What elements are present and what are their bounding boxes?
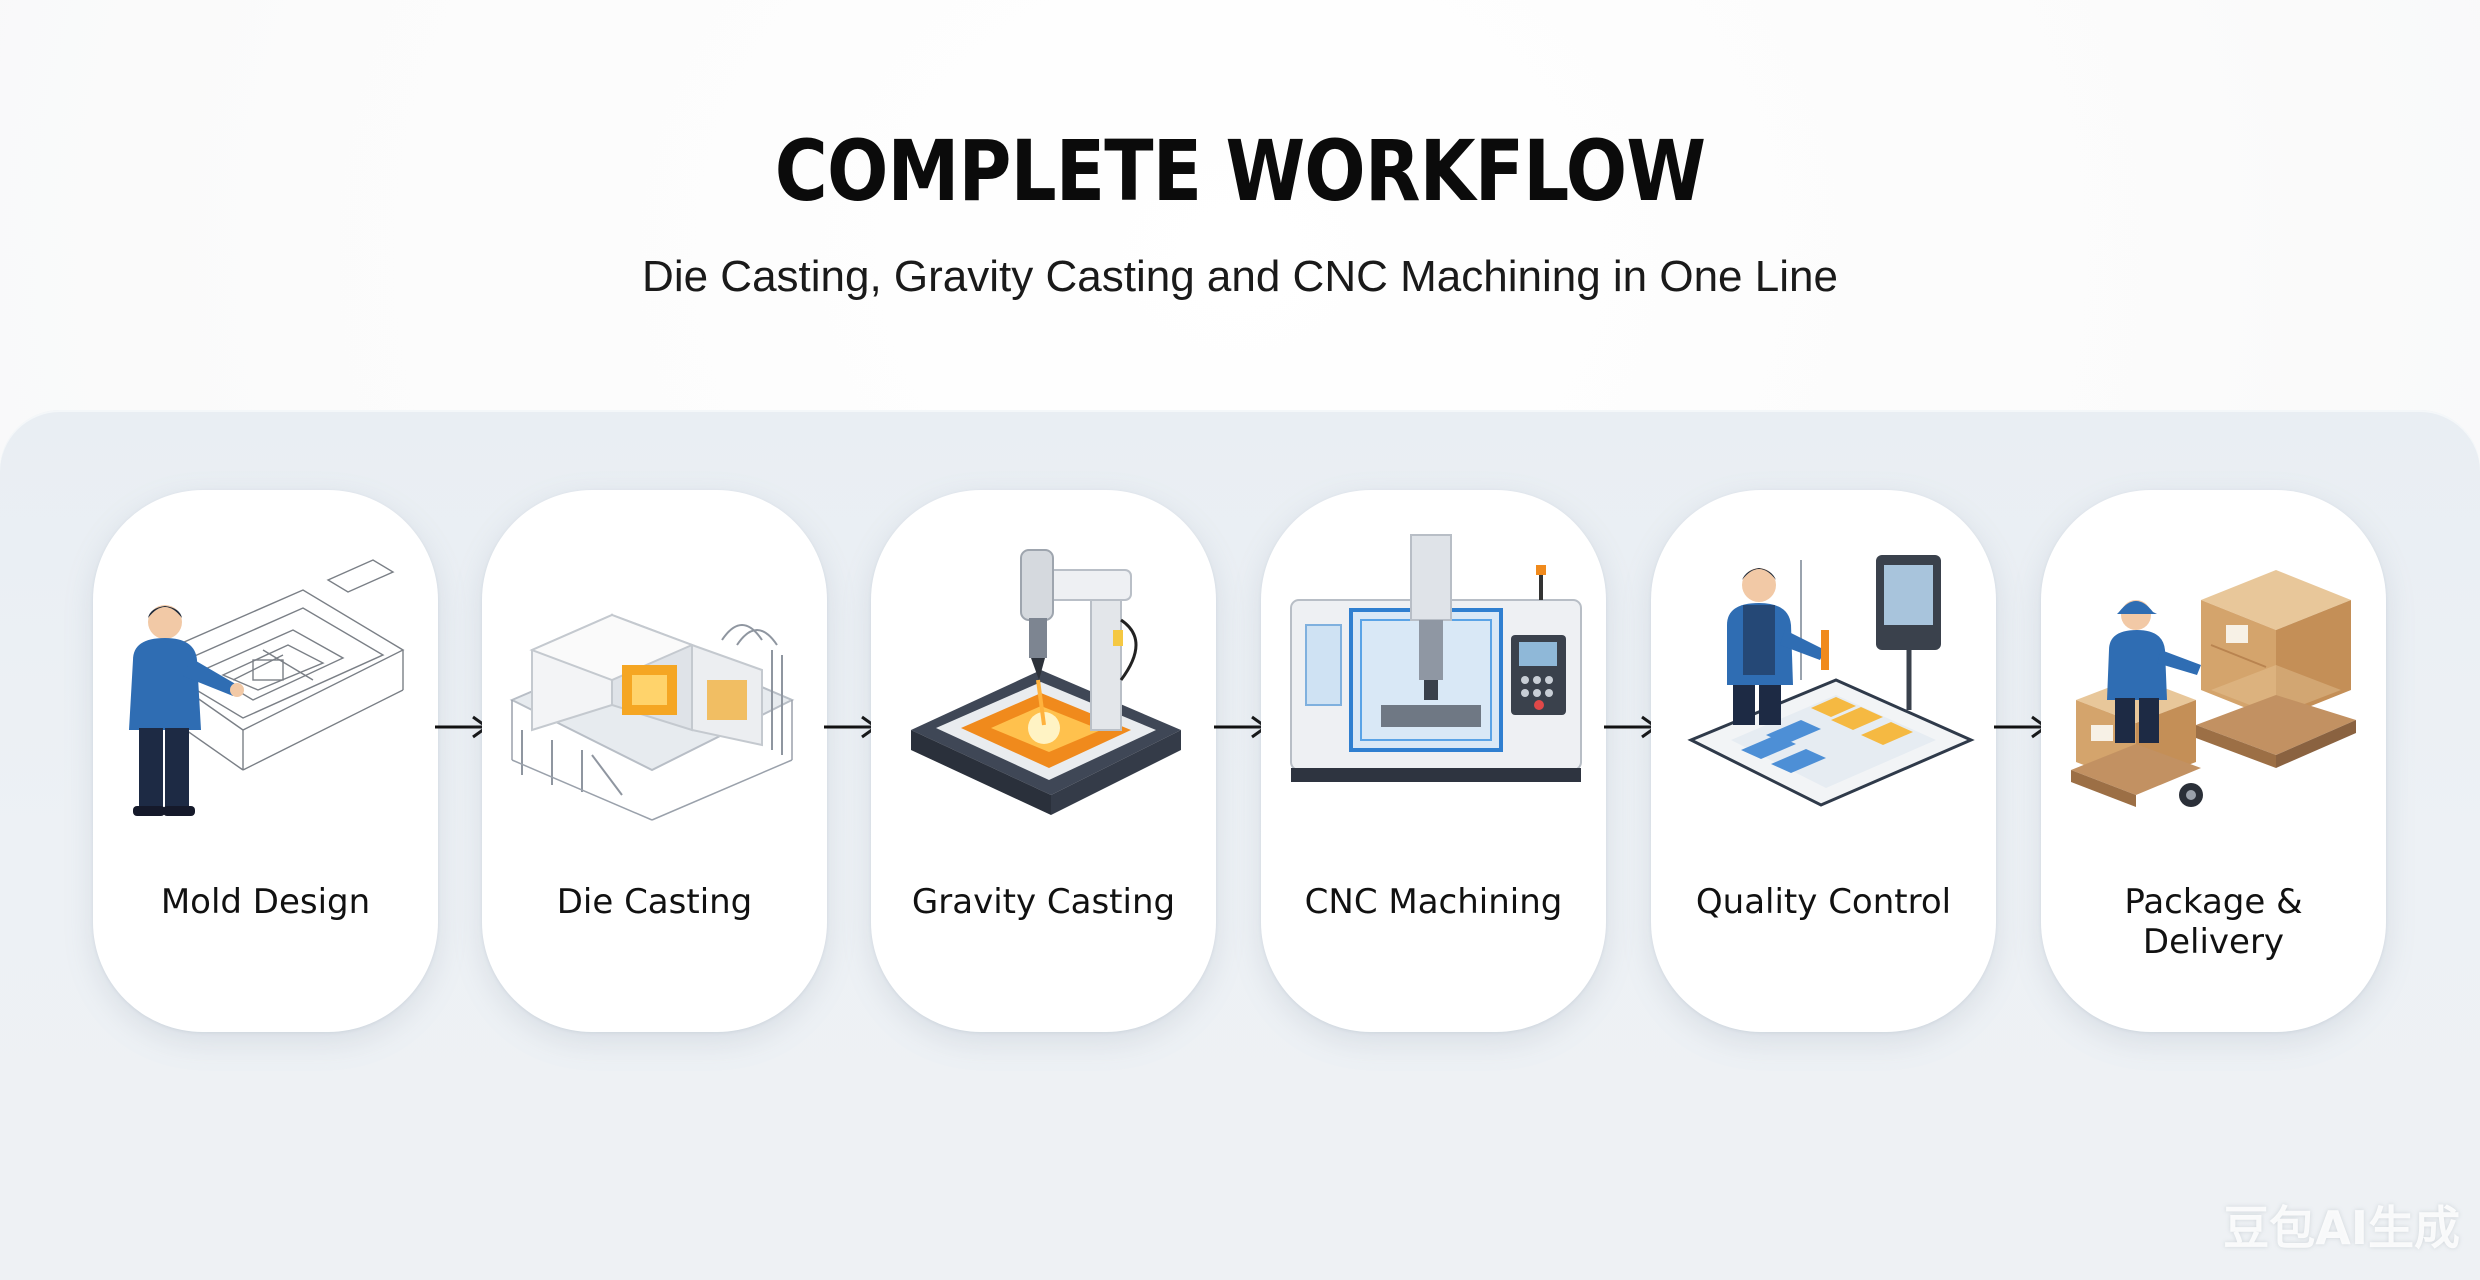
step-label: Die Casting	[556, 882, 753, 922]
cnc-machine-illustration	[1290, 534, 1582, 782]
quality-control-illustration	[1687, 555, 1975, 807]
package-delivery-illustration	[2071, 570, 2356, 807]
workflow-step-quality-control: Quality Control	[1651, 490, 1996, 1032]
workflow-step-mold-design: Mold Design	[93, 490, 438, 1032]
watermark: 豆包AI生成	[2223, 1201, 2460, 1255]
step-label: Mold Design	[160, 882, 371, 922]
page-subtitle: Die Casting, Gravity Casting and CNC Mac…	[642, 252, 1838, 301]
mold-design-illustration	[129, 559, 405, 816]
workflow-step-package-delivery: Package & Delivery	[2041, 490, 2386, 1032]
workflow-step-die-casting: Die Casting	[482, 490, 827, 1032]
step-label: Quality Control	[1695, 882, 1952, 922]
step-label: Gravity Casting	[911, 882, 1176, 922]
step-label: CNC Machining	[1304, 882, 1563, 922]
workflow-step-cnc-machining: CNC Machining	[1261, 490, 1606, 1032]
step-label: Package & Delivery	[2124, 882, 2303, 962]
header: COMPLETE WORKFLOW Die Casting, Gravity C…	[0, 0, 2480, 400]
gravity-casting-illustration	[911, 549, 1181, 815]
die-casting-machine-illustration	[509, 613, 795, 821]
page-title: COMPLETE WORKFLOW	[774, 122, 1706, 220]
workflow-step-gravity-casting: Gravity Casting	[871, 490, 1216, 1032]
